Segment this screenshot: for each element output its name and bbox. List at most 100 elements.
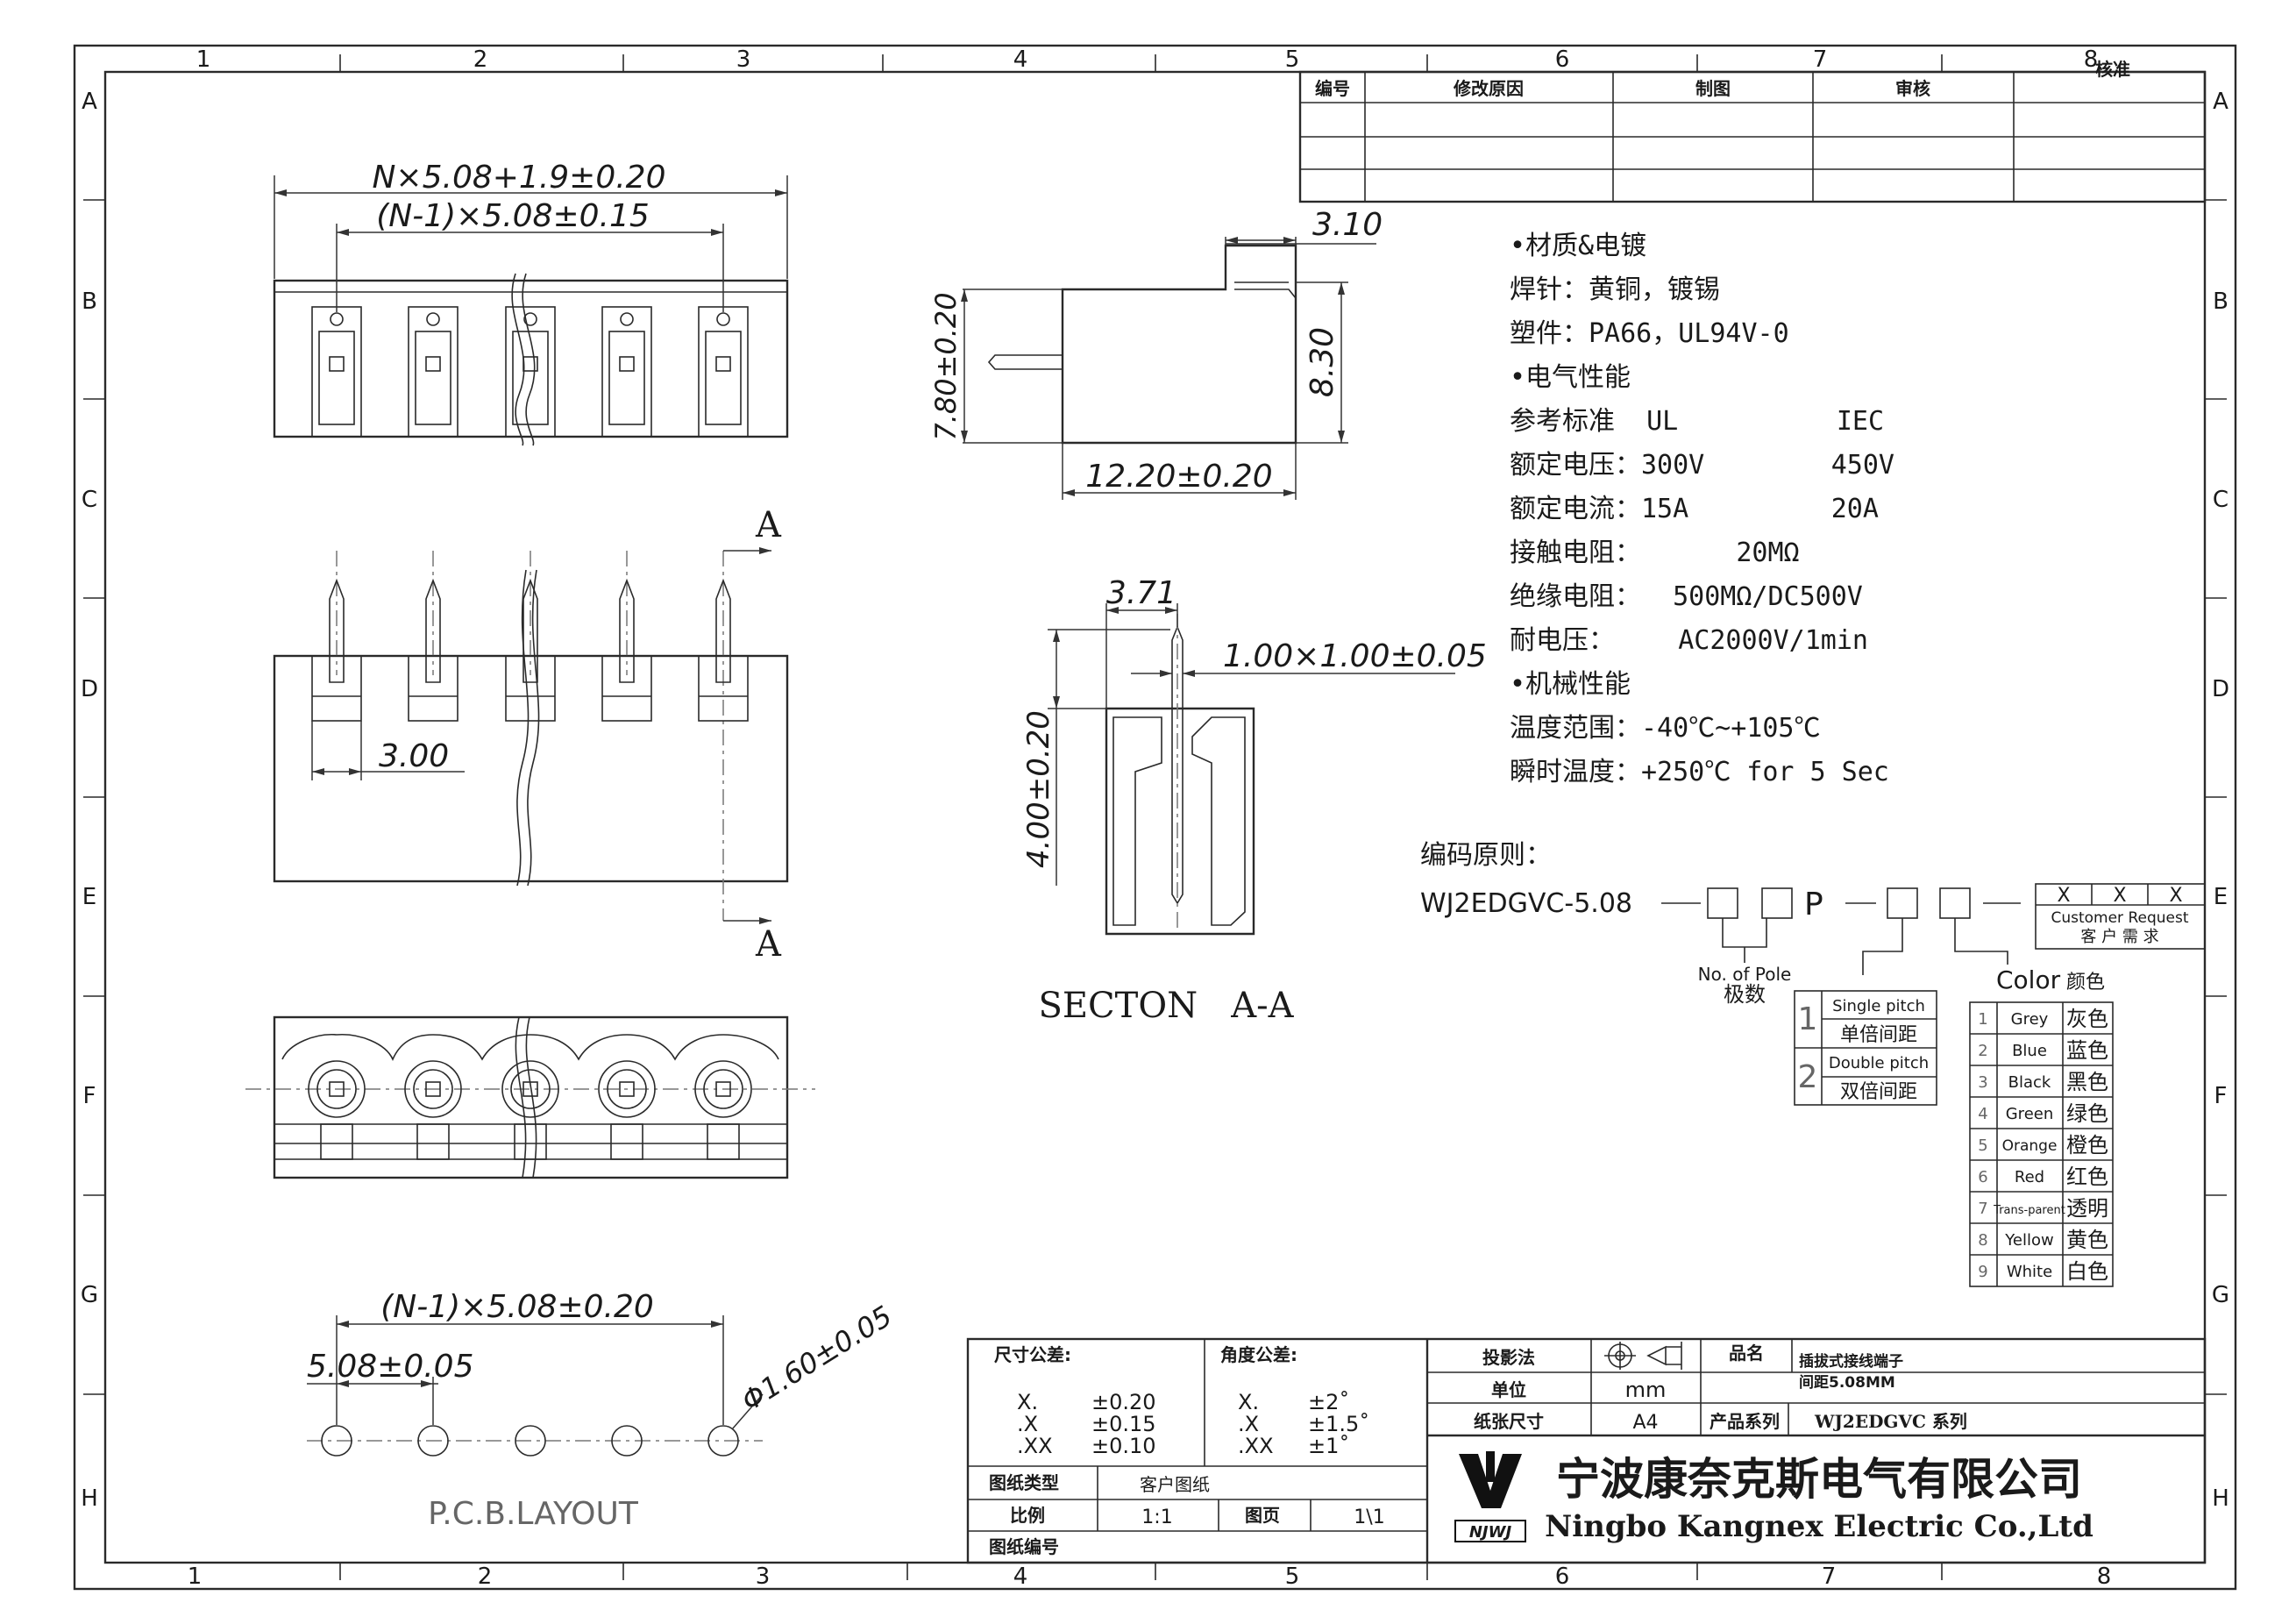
color-en-8: Yellow [2004,1231,2053,1250]
customer-request-en: Customer Request [2051,909,2188,927]
zone-row-c-left: C [82,487,97,513]
bottom-view-hole-1 [308,1060,366,1160]
top-view-pin-5 [698,306,749,438]
series-value: WJ2EDGVC 系列 [1814,1411,1967,1432]
customer-request-box: X X X Customer Request 客 户 需 求 [2035,883,2206,950]
color-num-4: 4 [1978,1105,1987,1123]
customer-x-1: X [2057,885,2070,907]
paper-value: A4 [1632,1412,1658,1434]
front-view-pin-1 [311,551,362,722]
zone-row-g-left: G [81,1282,98,1308]
color-num-9: 9 [1978,1263,1987,1281]
spec-line-12: 温度范围：-40℃~+105℃ [1510,713,1821,744]
bottom-view [245,1015,815,1179]
page-label: 图页 [1245,1505,1280,1526]
zone-row-c-right: C [2213,487,2228,513]
dim-section-pin: 1.00×1.00±0.05 [1223,638,1487,674]
color-num-8: 8 [1978,1231,1987,1250]
color-cn-8: 黄色 [2066,1228,2108,1252]
company-logo-icon: NJWJ [1454,1451,1526,1542]
spec-line-13: 瞬时温度：+250℃ for 5 Sec [1510,757,1889,787]
spec-line-6: 额定电压：300V 450V [1510,450,1894,481]
color-en-4: Green [2006,1105,2054,1123]
pole-label-cn: 极数 [1724,982,1766,1007]
bottom-view-hole-5 [694,1060,752,1160]
coding-p-letter: P [1804,887,1823,922]
dim-tol-key-2: .X [1017,1412,1038,1436]
dim-top-pitch: (N-1)×5.08±0.15 [376,198,650,234]
zone-col-7-top: 7 [1813,46,1828,73]
top-view: N×5.08+1.9±0.20 (N-1)×5.08±0.15 [273,160,789,446]
color-table: 1 2 3 4 5 6 7 8 9 Grey Blue Black Green … [1969,1001,2114,1287]
front-view-pin-2 [408,551,458,722]
color-en-3: Black [2008,1073,2051,1092]
ang-tol-key-2: .X [1238,1412,1259,1436]
zone-row-h-left: H [81,1485,98,1512]
zone-col-3-top: 3 [736,46,751,73]
dim-pcb-hole: Φ1.60±0.05 [736,1299,898,1417]
company-name-en: Ningbo Kangnex Electric Co.,Ltd [1545,1509,2093,1544]
zone-row-f-left: F [83,1083,96,1109]
color-en-1: Grey [2011,1010,2049,1029]
dim-side-width: 12.20±0.20 [1085,459,1272,495]
dim-tol-label: 尺寸公差: [994,1344,1071,1365]
section-label: SECTON A-A [1038,986,1294,1026]
spec-line-2: 焊针：黄铜，镀锡 [1510,274,1720,305]
pcb-hole-4 [611,1425,643,1457]
dim-tol-val-3: ±0.10 [1091,1434,1156,1458]
coding-title: 编码原则： [1420,840,1552,871]
code-box-pole-2 [1761,887,1793,919]
color-en-9: White [2007,1263,2052,1281]
code-box-pitch [1887,887,1918,919]
color-cn-6: 红色 [2066,1165,2108,1189]
zone-col-4-top: 4 [1013,46,1028,73]
ang-tol-key-1: X. [1238,1390,1259,1414]
color-en-5: Orange [2002,1137,2058,1155]
ang-tol-val-3: ±1˚ [1308,1434,1349,1458]
spec-line-7: 额定电流：15A 20A [1510,494,1879,524]
spec-line-3: 塑件：PA66，UL94V-0 [1510,318,1789,349]
zone-col-2-bottom: 2 [478,1563,493,1590]
section-view: 3.71 1.00×1.00±0.05 4.00±0.20 SECTON A-A [1021,575,1487,1026]
zone-col-8-bottom: 8 [2097,1563,2112,1590]
dim-side-top: 3.10 [1312,207,1383,243]
color-cn-9: 白色 [2066,1259,2108,1284]
code-box-pole-1 [1707,887,1738,919]
spec-line-8: 接触电阻： 20MΩ [1510,538,1800,568]
front-view: A A 3.00 [273,505,789,965]
dim-tol-key-3: .XX [1017,1434,1053,1458]
zone-row-a-right: A [2213,89,2228,115]
dim-tol-key-1: X. [1017,1390,1038,1414]
zone-row-b-left: B [82,288,97,315]
revision-table: 编号 修改原因 制图 审核 核准 [1298,59,2207,203]
top-view-pin-4 [601,306,652,438]
color-label-en: Color [1996,965,2061,994]
drawing-type-label: 图纸类型 [989,1472,1059,1493]
scale-label: 比例 [1010,1505,1045,1526]
dim-section-height: 4.00±0.20 [1021,710,1056,868]
zone-col-5-bottom: 5 [1285,1563,1300,1590]
product-name-2: 间距5.08MM [1799,1373,1895,1392]
company-name-cn: 宁波康奈克斯电气有限公司 [1556,1453,2082,1505]
pcb-hole-1 [321,1425,352,1457]
front-view-pin-3 [505,551,556,722]
zone-row-d-left: D [81,676,98,702]
coding-rule: 编码原则： WJ2EDGVC-5.08 P X X X Customer Req… [1420,840,2206,1287]
color-cn-5: 橙色 [2066,1133,2108,1157]
top-view-pin-3 [505,306,556,438]
spec-line-9: 绝缘电阻： 500MΩ/DC500V [1510,581,1863,612]
zone-col-7-bottom: 7 [1822,1563,1837,1590]
zone-col-1-top: 1 [196,46,211,73]
bottom-view-hole-2 [404,1060,462,1160]
pitch-en-1: Single pitch [1832,997,1925,1015]
color-en-7: Trans-parent [1993,1204,2065,1217]
rev-header-checked: 审核 [1895,78,1930,99]
product-name-label: 品名 [1729,1343,1764,1364]
bottom-view-hole-3 [501,1060,559,1160]
unit-value: mm [1625,1378,1667,1402]
zone-row-e-left: E [82,884,96,910]
dim-section-width: 3.71 [1106,575,1176,611]
pole-label-en: No. of Pole [1698,964,1792,985]
zone-col-5-top: 5 [1285,46,1300,73]
zone-col-8-top: 8 [2084,46,2099,73]
